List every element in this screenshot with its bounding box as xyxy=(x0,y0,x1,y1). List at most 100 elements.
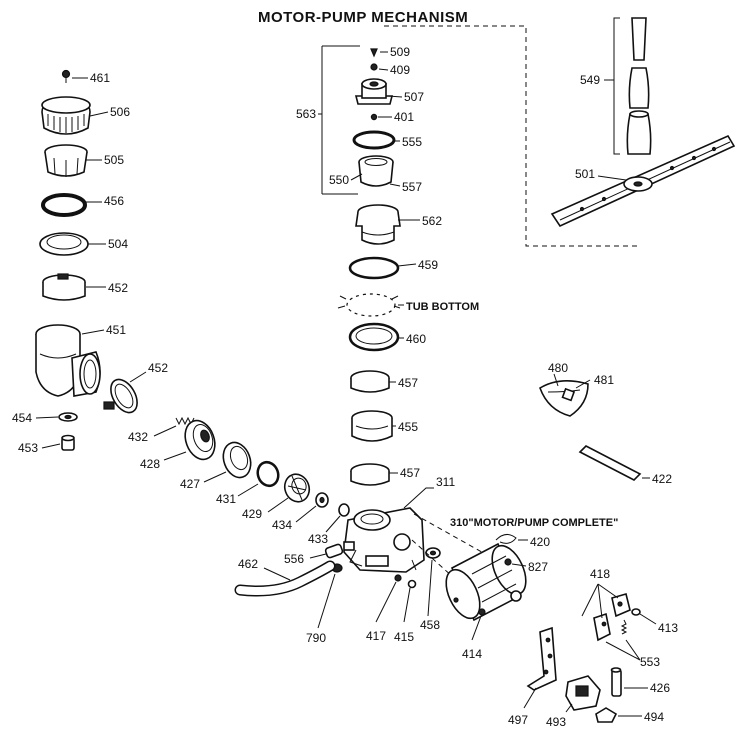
cover-494 xyxy=(595,707,618,723)
nut-415 xyxy=(407,579,417,589)
label-409: 409 xyxy=(390,63,410,77)
hub-507 xyxy=(354,78,394,105)
spring-553 xyxy=(620,619,628,635)
label-401: 401 xyxy=(394,110,414,124)
impeller-428 xyxy=(184,419,216,461)
label-480: 480 xyxy=(548,361,568,375)
pump-housing-311 xyxy=(343,507,425,573)
label-461: 461 xyxy=(90,71,110,85)
label-451: 451 xyxy=(106,323,126,337)
motor-310 xyxy=(445,542,527,622)
label-tub-bottom: TUB BOTTOM xyxy=(406,301,479,313)
label-556: 556 xyxy=(284,552,304,566)
clamp-457b xyxy=(350,463,390,486)
grommet-454 xyxy=(58,412,78,422)
label-481: 481 xyxy=(594,373,614,387)
pin-426 xyxy=(610,667,622,697)
label-458: 458 xyxy=(420,618,440,632)
dashed-assembly-link xyxy=(384,25,640,247)
spray-arm-501 xyxy=(550,134,736,228)
label-420: 420 xyxy=(530,535,550,549)
label-415: 415 xyxy=(394,630,414,644)
screw-509 xyxy=(370,48,378,58)
bracket-418 xyxy=(593,593,631,642)
label-563: 563 xyxy=(296,107,316,121)
ring-504 xyxy=(39,232,89,256)
label-429: 429 xyxy=(242,507,262,521)
label-550: 550 xyxy=(329,173,349,187)
label-431: 431 xyxy=(216,492,236,506)
seal-455 xyxy=(351,410,393,442)
label-453: 453 xyxy=(18,441,38,455)
screw-461 xyxy=(61,69,71,83)
plate-427 xyxy=(222,441,252,479)
housing-562 xyxy=(355,204,401,245)
label-553: 553 xyxy=(640,655,660,669)
label-494: 494 xyxy=(644,710,664,724)
diagram-title: MOTOR-PUMP MECHANISM xyxy=(258,9,468,26)
label-455: 455 xyxy=(398,420,418,434)
label-493: 493 xyxy=(546,715,566,729)
label-434: 434 xyxy=(272,518,292,532)
bearing-550 xyxy=(358,155,394,187)
label-418: 418 xyxy=(590,567,610,581)
clamp-452a xyxy=(42,273,86,301)
label-460: 460 xyxy=(406,332,426,346)
label-506: 506 xyxy=(110,105,130,119)
ring-555 xyxy=(352,130,396,150)
label-454: 454 xyxy=(12,411,32,425)
label-457b: 457 xyxy=(400,466,420,480)
label-462: 462 xyxy=(238,557,258,571)
tub-bottom xyxy=(337,293,401,317)
label-457a: 457 xyxy=(398,376,418,390)
label-827-display: 827 xyxy=(528,560,548,574)
label-432: 432 xyxy=(128,430,148,444)
clip-481 xyxy=(561,387,576,402)
washer-401 xyxy=(370,113,378,121)
oring-456 xyxy=(41,193,87,217)
tube-549 xyxy=(626,17,652,155)
ring-460 xyxy=(348,322,400,352)
label-422: 422 xyxy=(652,472,672,486)
washer-417 xyxy=(394,574,402,582)
label-501: 501 xyxy=(575,167,595,181)
label-507: 507 xyxy=(404,90,424,104)
plug-453 xyxy=(61,434,75,451)
label-426: 426 xyxy=(650,681,670,695)
label-433: 433 xyxy=(308,532,328,546)
filter-505 xyxy=(44,144,88,177)
strip-422 xyxy=(578,445,642,481)
nut-434 xyxy=(315,492,329,508)
bracket-497 xyxy=(526,626,557,691)
label-417: 417 xyxy=(366,629,386,643)
label-549: 549 xyxy=(580,73,600,87)
label-509: 509 xyxy=(390,45,410,59)
grommet-827 xyxy=(504,558,512,566)
label-413: 413 xyxy=(658,621,678,635)
screw-458 xyxy=(425,547,441,559)
cap-506 xyxy=(41,96,91,135)
label-497: 497 xyxy=(508,713,528,727)
label-505: 505 xyxy=(104,153,124,167)
impeller-429 xyxy=(283,473,311,503)
label-504: 504 xyxy=(108,237,128,251)
label-414: 414 xyxy=(462,647,482,661)
label-557: 557 xyxy=(402,180,422,194)
label-555: 555 xyxy=(402,135,422,149)
coupling-556 xyxy=(324,543,344,559)
label-427: 427 xyxy=(180,477,200,491)
spring-413 xyxy=(631,608,641,616)
washer-433 xyxy=(338,503,350,517)
label-452b: 452 xyxy=(148,361,168,375)
label-311: 311 xyxy=(436,475,455,489)
clamp-452b xyxy=(103,378,138,414)
label-562: 562 xyxy=(422,214,442,228)
label-456: 456 xyxy=(104,194,124,208)
label-452a: 452 xyxy=(108,281,128,295)
label-428: 428 xyxy=(140,457,160,471)
label-459: 459 xyxy=(418,258,438,272)
spring-420 xyxy=(495,534,517,544)
actuator-493 xyxy=(565,675,601,711)
